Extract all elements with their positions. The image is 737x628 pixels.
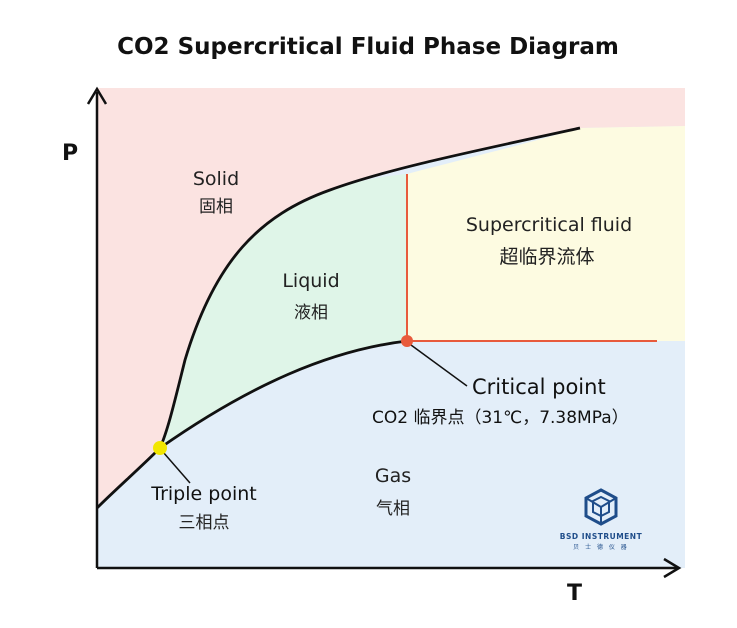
critical-point-marker <box>401 335 413 347</box>
liquid-region-fill <box>160 174 407 448</box>
diagram-title: CO2 Supercritical Fluid Phase Diagram <box>117 34 619 60</box>
y-axis-label: P <box>62 141 78 166</box>
solid-label-en: Solid <box>193 168 239 190</box>
y-axis-arrow-icon <box>86 86 108 105</box>
liquid-label-en: Liquid <box>282 270 339 292</box>
triple-point-label-en: Triple point <box>150 483 256 505</box>
supercritical-region-fill <box>407 126 685 341</box>
bsd-instrument-logo: BSD INSTRUMENT 贝 士 德 仪 器 <box>560 488 643 551</box>
logo-subtitle: 贝 士 德 仪 器 <box>573 543 629 551</box>
x-axis-label: T <box>567 581 582 606</box>
bsd-cube-logo-icon <box>584 488 618 526</box>
melting-curve <box>158 126 581 449</box>
triple-point-label-cn: 三相点 <box>179 513 230 533</box>
gas-label-en: Gas <box>375 465 411 487</box>
critical-point-label-cn: CO2 临界点（31℃，7.38MPa） <box>372 408 629 428</box>
solid-region-fill <box>97 88 685 505</box>
solid-label-cn: 固相 <box>199 197 233 217</box>
critical-point-label-en: Critical point <box>472 375 606 399</box>
vaporization-curve <box>159 339 408 450</box>
triple-point-marker <box>153 441 167 455</box>
x-axis-arrow-icon <box>663 557 682 579</box>
supercritical-label-en: Supercritical fluid <box>466 214 632 236</box>
region-fills <box>97 88 685 568</box>
logo-name: BSD INSTRUMENT <box>560 532 643 541</box>
critical-point-pointer <box>410 344 468 387</box>
phase-boundaries <box>96 126 657 509</box>
triple-point-pointer <box>162 451 191 484</box>
gas-label-cn: 气相 <box>376 499 410 519</box>
supercritical-label-cn: 超临界流体 <box>499 246 594 268</box>
liquid-label-cn: 液相 <box>294 303 328 323</box>
axes: P T <box>62 86 682 606</box>
sublimation-curve <box>96 447 161 509</box>
